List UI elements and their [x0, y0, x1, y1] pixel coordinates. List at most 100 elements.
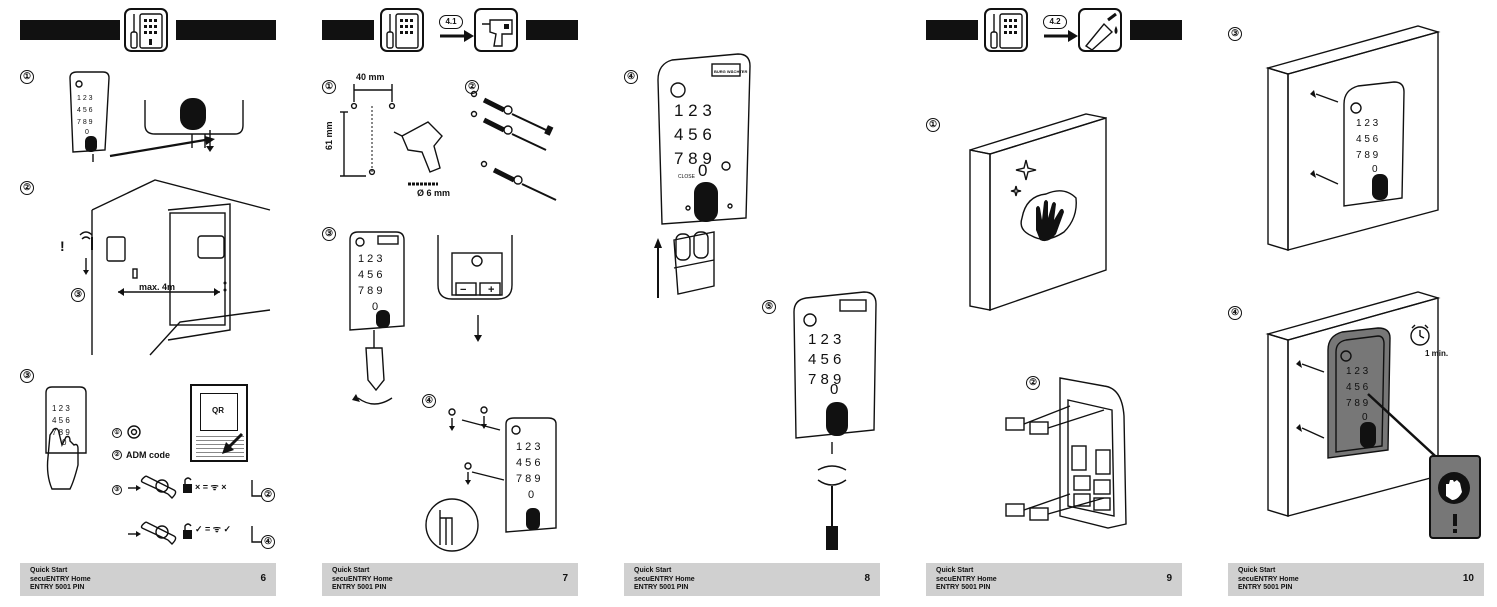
- wait-time-label: 1 min.: [1425, 349, 1449, 358]
- page-9: 4.2 ① ② Quick Start secuENTRY Home ENT: [926, 0, 1182, 607]
- step-2-marker: ②: [20, 181, 34, 195]
- footer-line-3: ENTRY 5001 PIN: [30, 584, 85, 591]
- pair-step-marker: ③: [112, 485, 122, 495]
- battery-compartment-illustration: [437, 235, 513, 342]
- section-bar-left: [20, 20, 120, 40]
- step-1-marker: ①: [20, 70, 34, 84]
- adhesive-pads-illustration: [1005, 377, 1127, 529]
- svg-text:1 2 3: 1 2 3: [674, 101, 712, 120]
- drill-icon: [474, 8, 518, 52]
- footer-line-2: secuENTRY Home: [634, 575, 695, 583]
- clean-wall-illustration: [969, 113, 1107, 311]
- footer-line-2: secuENTRY Home: [1238, 575, 1299, 583]
- footer-line-3: ENTRY 5001 PIN: [936, 584, 991, 591]
- qr-scan-arrow: [222, 432, 244, 454]
- drill-holes-illustration: [340, 84, 443, 186]
- svg-text:1 2 3: 1 2 3: [1356, 118, 1379, 129]
- section-bar-right: [176, 20, 276, 40]
- page-footer: Quick Start secuENTRY Home ENTRY 5001 PI…: [322, 563, 578, 596]
- page-number: 10: [1462, 573, 1474, 584]
- step-3-marker: ③: [322, 227, 336, 241]
- svg-text:4 5 6: 4 5 6: [808, 351, 841, 368]
- svg-text:0: 0: [372, 301, 378, 313]
- svg-text:1 2 3: 1 2 3: [52, 404, 70, 413]
- svg-text:7 8 9: 7 8 9: [1356, 150, 1379, 161]
- footer-line-1: Quick Start: [332, 567, 370, 574]
- footer-line-1: Quick Start: [936, 567, 974, 574]
- section-bar-left: [322, 20, 374, 40]
- qr-label: QR: [212, 406, 224, 415]
- svg-text:7 8 9: 7 8 9: [52, 428, 70, 437]
- goto-step-4-marker: ④: [261, 535, 275, 549]
- section-arrow: [1044, 30, 1078, 42]
- step-2-marker: ②: [1026, 376, 1040, 390]
- distance-label: max. 4m: [139, 282, 176, 292]
- svg-text:7 8 9: 7 8 9: [77, 119, 93, 126]
- keypad-screwdriver-icon: [380, 8, 424, 52]
- qr-text-lines: [196, 436, 244, 458]
- drill-diameter-label: Ø 6 mm: [417, 188, 451, 198]
- step-4-marker: ④: [1228, 306, 1242, 320]
- open-keypad-illustration: 1 2 34 5 67 8 90: [349, 231, 405, 405]
- footer-line-3: ENTRY 5001 PIN: [1238, 584, 1293, 591]
- step-1-marker: ①: [322, 80, 336, 94]
- step-4-marker: ④: [624, 70, 638, 84]
- keypad-hand-illustration: 1 2 34 5 67 8 90: [45, 386, 87, 490]
- svg-text:7 8 9: 7 8 9: [808, 371, 841, 388]
- power-button-icon: [127, 425, 141, 439]
- page-footer: Quick Start secuENTRY Home ENTRY 5001 PI…: [1228, 563, 1484, 596]
- step-3-marker: ③: [20, 369, 34, 383]
- page-number: 6: [260, 573, 266, 584]
- adm-code-label: ADM code: [126, 450, 171, 460]
- footer-line-1: Quick Start: [30, 567, 68, 574]
- horizontal-dimension: 40 mm: [356, 72, 385, 82]
- door-range-illustration: [79, 179, 271, 356]
- section-pill: 4.1: [439, 15, 463, 29]
- footer-line-2: secuENTRY Home: [936, 575, 997, 583]
- glue-tube-icon: [1078, 8, 1122, 52]
- svg-text:4 5 6: 4 5 6: [674, 125, 712, 144]
- svg-text:4 5 6: 4 5 6: [1346, 382, 1369, 393]
- goto-step-2-marker: ②: [261, 488, 275, 502]
- svg-text:1 2 3: 1 2 3: [1346, 366, 1369, 377]
- footer-line-2: secuENTRY Home: [332, 575, 393, 583]
- dowels-screws-illustration: [470, 90, 557, 201]
- svg-text:7 8 9: 7 8 9: [516, 473, 540, 485]
- battery-minus-label: −: [460, 284, 467, 296]
- section-bar-right: [1130, 20, 1182, 40]
- svg-text:0: 0: [85, 129, 89, 136]
- step-1-marker: ①: [926, 118, 940, 132]
- signal-ok-label: ✓ = ᯤ ✓: [195, 524, 232, 534]
- keypad-screwdriver-icon: [124, 8, 168, 52]
- svg-text:7 8 9: 7 8 9: [1346, 398, 1369, 409]
- svg-text:1 2 3: 1 2 3: [808, 331, 841, 348]
- signal-fail-label: × = ᯤ ×: [195, 482, 227, 492]
- step-3-marker: ③: [1228, 27, 1242, 41]
- page-7: 4.1 ① 40 mm 61 mm Ø 6 mm ②: [322, 0, 578, 607]
- page-footer: Quick Start secuENTRY Home ENTRY 5001 PI…: [20, 563, 276, 596]
- section-pill: 4.2: [1043, 15, 1067, 29]
- close-label: CLOSE: [678, 174, 696, 180]
- page-footer: Quick Start secuENTRY Home ENTRY 5001 PI…: [926, 563, 1182, 596]
- vertical-dimension: 61 mm: [324, 121, 334, 150]
- svg-text:0: 0: [528, 489, 534, 501]
- page-footer: Quick Start secuENTRY Home ENTRY 5001 PI…: [624, 563, 880, 596]
- svg-text:7 8 9: 7 8 9: [674, 149, 712, 168]
- svg-text:0: 0: [698, 161, 707, 180]
- svg-text:0: 0: [1372, 164, 1378, 175]
- svg-text:4 5 6: 4 5 6: [1356, 134, 1379, 145]
- section-bar-left: [926, 20, 978, 40]
- footer-line-3: ENTRY 5001 PIN: [332, 584, 387, 591]
- footer-line-3: ENTRY 5001 PIN: [634, 584, 689, 591]
- footer-line-1: Quick Start: [634, 567, 672, 574]
- page-number: 7: [562, 573, 568, 584]
- keypad-screwdriver-icon: [984, 8, 1028, 52]
- goto-step-3-marker: ③: [71, 288, 85, 302]
- svg-text:1 2 3: 1 2 3: [516, 441, 540, 453]
- svg-text:4 5 6: 4 5 6: [516, 457, 540, 469]
- svg-text:7 8 9: 7 8 9: [358, 285, 382, 297]
- adm-step-marker: ②: [112, 450, 122, 460]
- power-step-marker: ①: [112, 428, 122, 438]
- svg-text:0: 0: [830, 381, 838, 398]
